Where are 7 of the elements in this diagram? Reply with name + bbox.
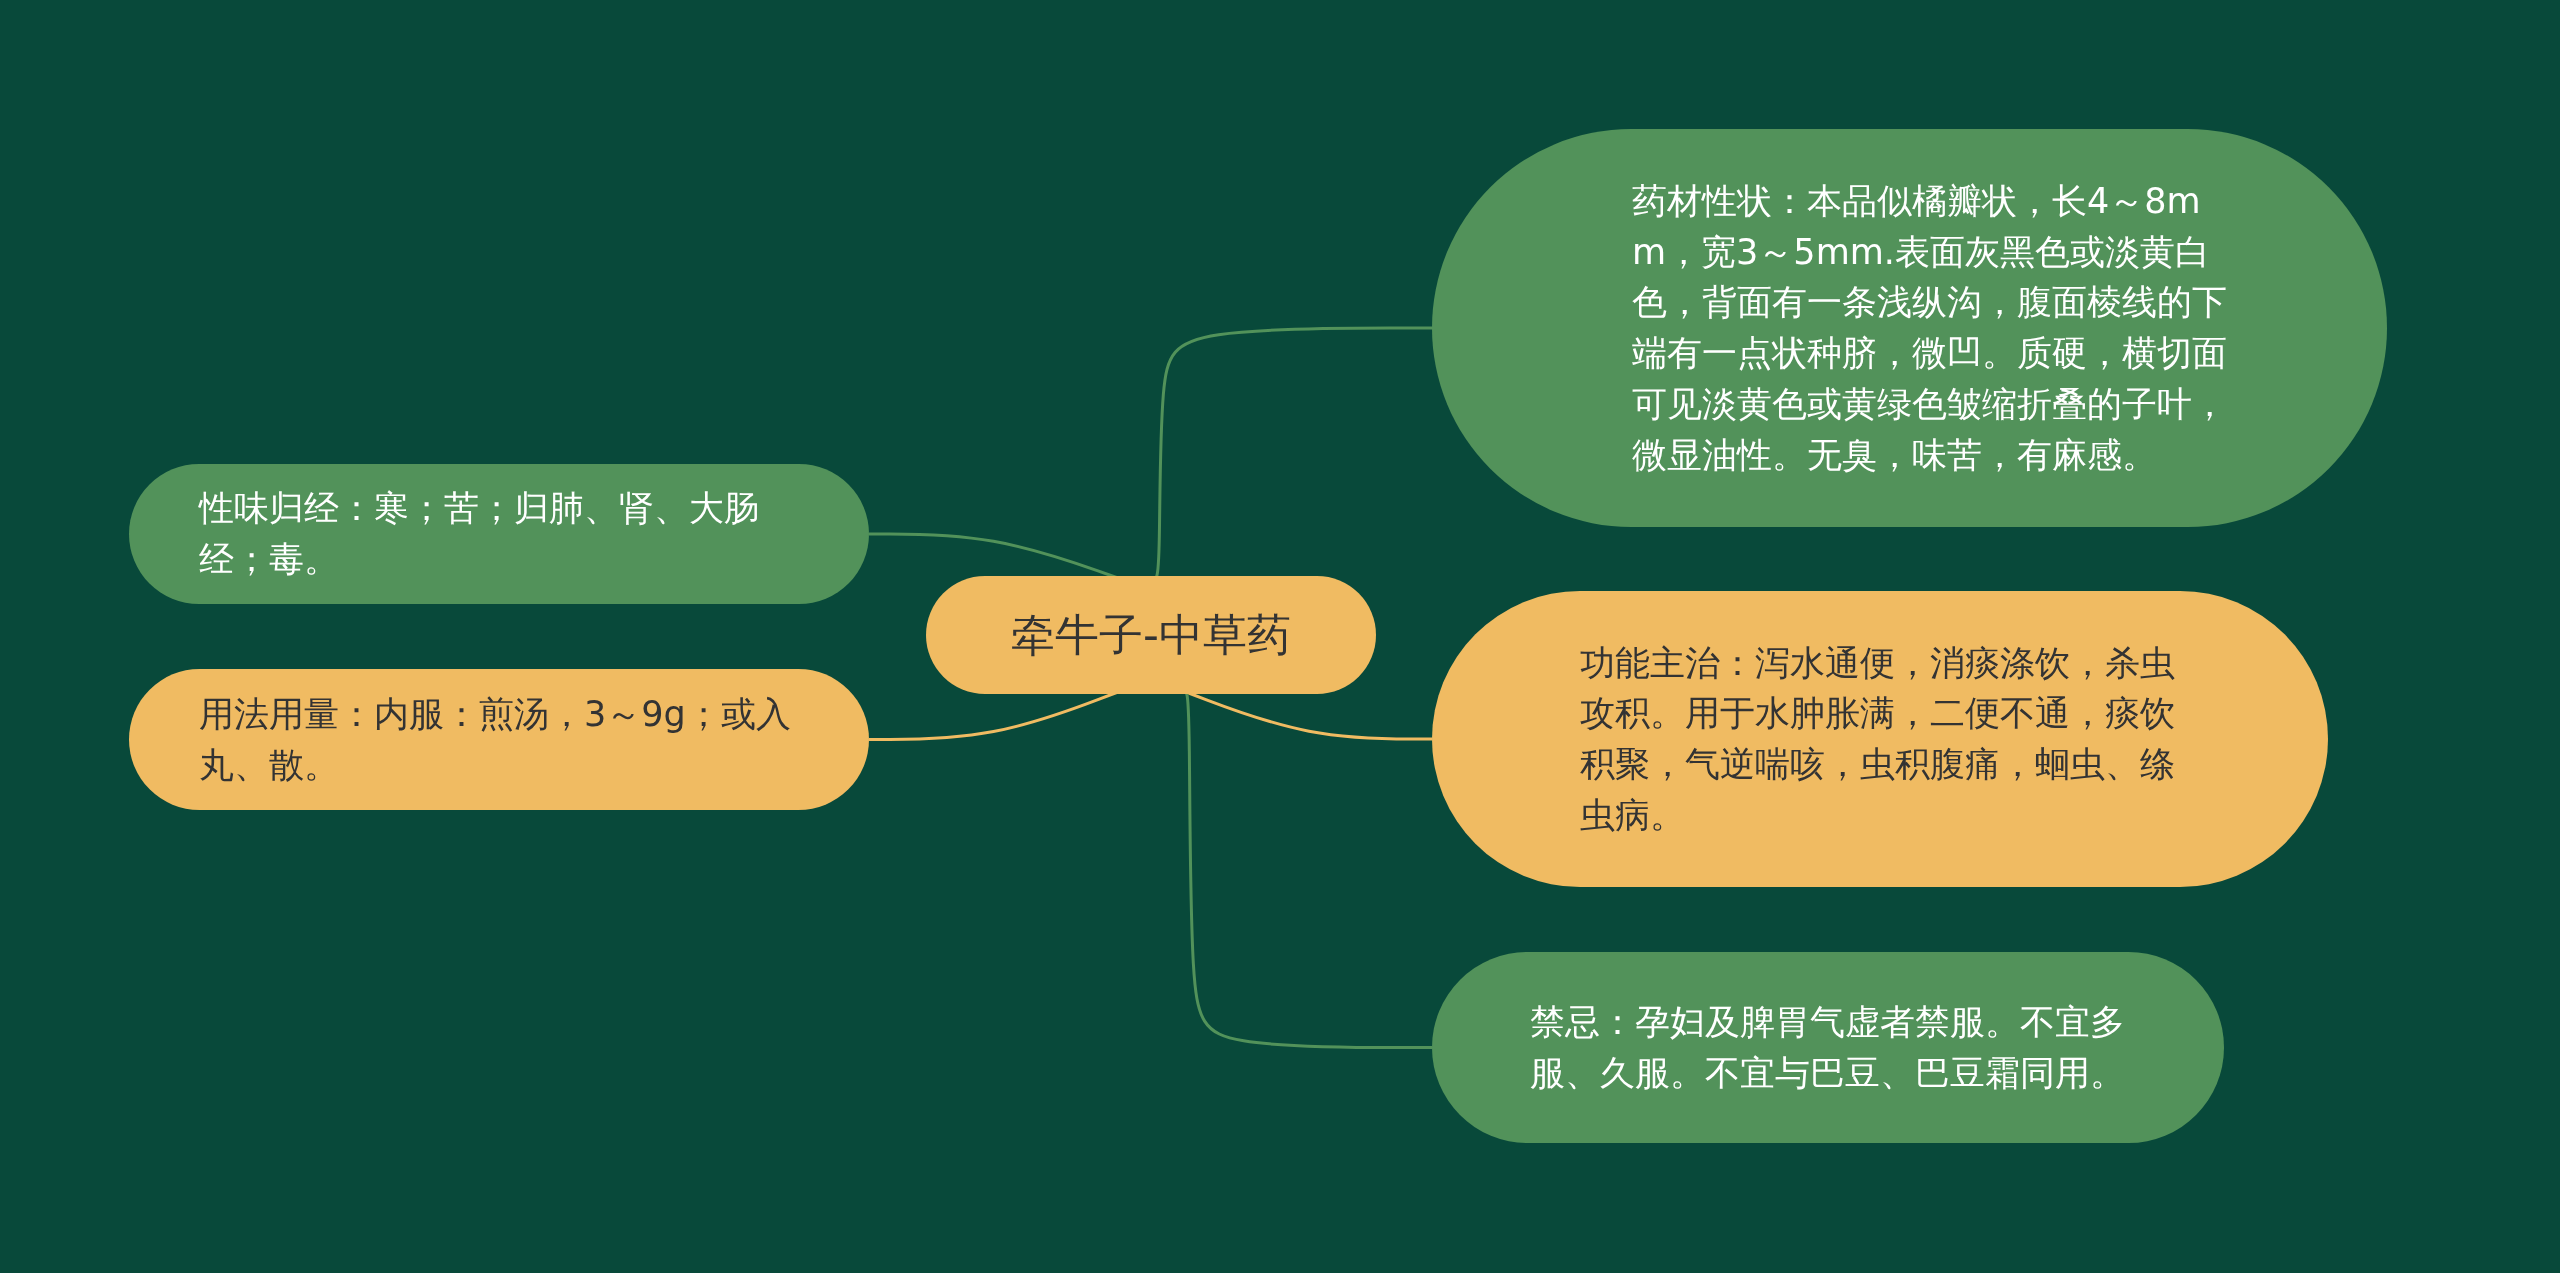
topic-text: 功能主治：泻水通便，消痰涤饮，杀虫攻积。用于水肿胀满，二便不通，痰饮积聚，气逆喘咳，虫积腹痛，蛔虫、绦虫病。: [1580, 641, 2176, 837]
topic-text: 性味归经：寒；苦；归肺、肾、大肠经；毒。: [199, 487, 760, 581]
connector-line: [1154, 326, 1432, 579]
topic-text: 用法用量：内服：煎汤，3～9g；或入丸、散。: [199, 692, 792, 787]
topic-title: 牵牛子-中草药: [1011, 608, 1291, 663]
topic-text: 药材性状：本品似橘瓣状，长4～8mm，宽3～5mm.表面灰黑色或淡黄白色，背面有一条浅纵沟，腹面棱线的下端有一点状种脐，微凹。质硬，横切面可见淡黄色或黄绿色皱缩折叠的子叶，微显油性。无臭，味苦，有麻感。: [1632, 179, 2228, 477]
topic-text: 禁忌：孕妇及脾胃气虚者禁服。不宜多服、久服。不宜与巴豆、巴豆霜同用。: [1530, 1000, 2126, 1095]
